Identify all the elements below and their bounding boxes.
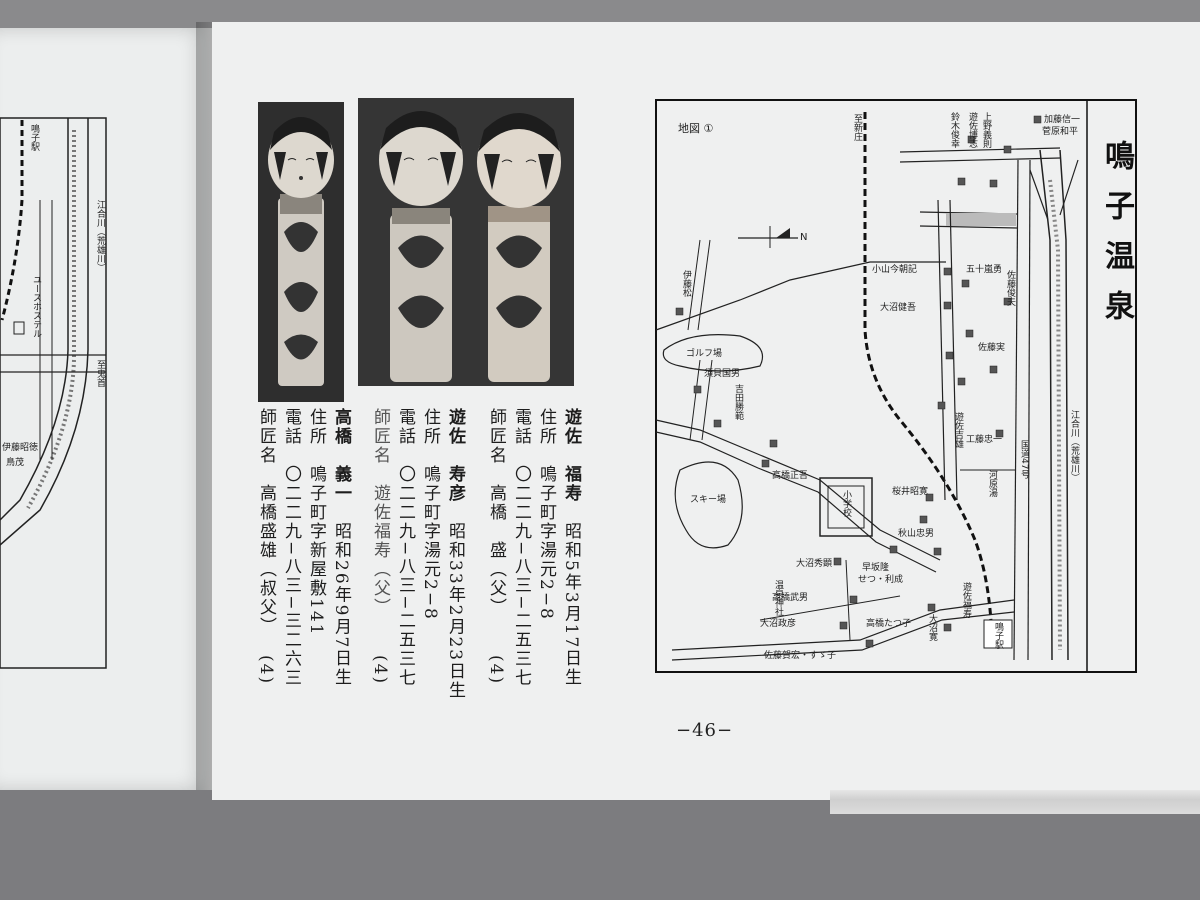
map-name-onuma-masashi: 大沼政彦 — [760, 619, 797, 629]
entry-1-phone: 〇二二九−八三−二五三七 — [511, 465, 531, 688]
golf-label: ゴルフ場 — [686, 349, 723, 359]
map-label: 地図 ① — [678, 122, 714, 135]
map-name-sakura: 桜井昭寛 — [892, 487, 929, 497]
entry-3-born: 昭和26年9月7日生 — [331, 522, 351, 688]
kokeshi-dolls-image — [358, 98, 574, 386]
left-hostel-label: ユースホステル — [31, 275, 41, 338]
map-name-yusa-yoshio: 遊佐吉雄 — [953, 412, 963, 448]
entry-2-name: 遊佐 — [445, 408, 465, 446]
entry-1-address: 鳴子町字湯元2−8 — [536, 465, 556, 621]
entry-3-address: 鳴子町字新屋敷141 — [306, 465, 326, 637]
entry-3-ref: (4) — [256, 655, 276, 686]
entry-3-master-line: 師匠名 高橋盛雄（叔父） — [255, 408, 277, 636]
shrine-label: 温泉神社 — [773, 580, 783, 616]
entry-1-phone-line: 電話 〇二二九−八三−二五三七 — [510, 408, 532, 688]
map-name-onuma-kan: 大沼寛 — [927, 614, 937, 641]
entry-3-address-line: 住所 鳴子町字新屋敷141 — [305, 408, 327, 636]
entry-3-master-label: 師匠名 — [256, 408, 276, 465]
entry-1-address-line: 住所 鳴子町字湯元2−8 — [535, 408, 557, 621]
river-label: 江合川（荒雄川） — [1069, 410, 1079, 482]
map-name-koyama: 小山今朝記 — [872, 265, 918, 275]
entry-3-phone-line: 電話 〇二二九−八三−三二六三 — [280, 408, 302, 688]
map-name-kudo: 工藤忠一 — [966, 435, 1003, 445]
map-name-ueno: 上野義則 — [981, 112, 991, 148]
map-name-suga: 須貝国男 — [704, 369, 741, 379]
map-name-hayasaka: 早坂隆 — [862, 563, 890, 573]
left-page-map — [0, 117, 107, 669]
entry-1-born: 昭和5年3月17日生 — [561, 522, 581, 688]
entry-2-address-label: 住所 — [420, 408, 440, 446]
entry-3-given: 義一 — [331, 465, 351, 503]
map-name-onuma-kenju: 大沼健吾 — [880, 303, 917, 313]
kokeshi-photo-1 — [258, 102, 344, 402]
map-name-takahashi-masa: 高橋正吾 — [772, 471, 809, 481]
entry-3-phone-label: 電話 — [281, 408, 301, 446]
station-label: 鳴子駅 — [993, 622, 1003, 649]
map-name-sugawara: 菅原和平 — [1042, 127, 1079, 137]
entry-1-master-label: 師匠名 — [486, 408, 506, 465]
entry-1-given: 福寿 — [561, 465, 581, 503]
page-number: −46− — [676, 720, 734, 741]
rikuu-label: 至新庄 — [852, 114, 862, 141]
entry-2-ref: (4) — [370, 655, 390, 686]
entry-2-phone-label: 電話 — [395, 408, 415, 446]
map-name-akiyama: 秋山忠男 — [898, 529, 935, 539]
map-name-onuma-hide: 大沼秀顕 — [796, 559, 833, 569]
map-name-kato: 加藤信一 — [1044, 115, 1081, 125]
left-station-label: 鳴子駅 — [29, 124, 39, 151]
left-names-label: 伊藤昭徳 — [2, 443, 39, 453]
entry-2-master: 遊佐福寿（父） — [370, 484, 390, 617]
entry-3-address-label: 住所 — [306, 408, 326, 446]
map-name-takahashi-tatsuko: 高橋たつ子 — [866, 619, 912, 629]
map-name-yusa-fukuju: 遊佐福寿 — [961, 582, 971, 618]
route-label: 国道47号 — [1019, 440, 1029, 479]
entry-3-name-line: 高橋 義一 昭和26年9月7日生 — [330, 408, 352, 687]
entry-1-phone-label: 電話 — [511, 408, 531, 446]
map-name-suzuki: 鈴木俊幸 — [949, 112, 959, 148]
map-name-yusa-hiroshi: 遊佐博志 — [967, 112, 977, 148]
left-river-label: 江合川（荒雄川） — [95, 200, 105, 272]
entry-1-ref: (4) — [486, 655, 506, 686]
kokeshi-doll-image — [258, 102, 344, 402]
entry-2-address-line: 住所 鳴子町字湯元2−8 — [419, 408, 441, 621]
map-name-takahashi-takeo: 高橋武男 — [772, 593, 809, 603]
entry-1-name-line: 遊佐 福寿 昭和5年3月17日生 — [560, 408, 582, 687]
entry-1-name: 遊佐 — [561, 408, 581, 446]
map-name-sato-minoru: 佐藤実 — [978, 343, 1006, 353]
map-name-setsu: せつ・利成 — [858, 575, 904, 585]
ski-label: スキー場 — [690, 495, 727, 505]
entry-2-master-line: 師匠名 遊佐福寿（父） — [369, 408, 391, 617]
entry-3-phone: 〇二二九−八三−三二六三 — [281, 465, 301, 688]
entry-2-master-label: 師匠名 — [370, 408, 390, 465]
entry-2-phone: 〇二二九−八三−二五三七 — [395, 465, 415, 688]
page-stack — [830, 790, 1200, 814]
left-kyoto-label: 至鬼首 — [95, 360, 105, 387]
entry-2-address: 鳴子町字湯元2−8 — [420, 465, 440, 621]
entry-2-name-line: 遊佐 寿彦 昭和33年2月23日生 — [444, 408, 466, 700]
entry-3-name: 高橋 — [331, 408, 351, 446]
entry-2-born: 昭和33年2月23日生 — [445, 522, 465, 701]
kawara-label: 河原湯 — [987, 470, 997, 497]
entry-1-master: 高橋 盛（父） — [486, 484, 506, 617]
entry-2-given: 寿彦 — [445, 465, 465, 503]
entry-3-master: 高橋盛雄（叔父） — [256, 484, 276, 636]
map-name-yoshida: 吉田勝範 — [733, 384, 743, 420]
left-names2-label: 鳥茂 — [6, 458, 25, 468]
entry-1-master-line: 師匠名 高橋 盛（父） — [485, 408, 507, 617]
map-name-ito: 伊藤松 — [681, 270, 691, 297]
school-label: 小学校 — [841, 490, 851, 517]
entry-1-address-label: 住所 — [536, 408, 556, 446]
map-name-sato-toshio: 佐藤俊夫 — [1005, 270, 1015, 306]
map-name-go: 五十嵐勇 — [966, 265, 1003, 275]
north-label: N — [800, 232, 808, 243]
page-title: 鳴子温泉 — [1099, 140, 1134, 340]
kokeshi-photo-2 — [358, 98, 574, 386]
map-name-sato-kenko: 佐藤賀宏・すゞ子 — [764, 651, 837, 661]
entry-2-phone-line: 電話 〇二二九−八三−二五三七 — [394, 408, 416, 688]
